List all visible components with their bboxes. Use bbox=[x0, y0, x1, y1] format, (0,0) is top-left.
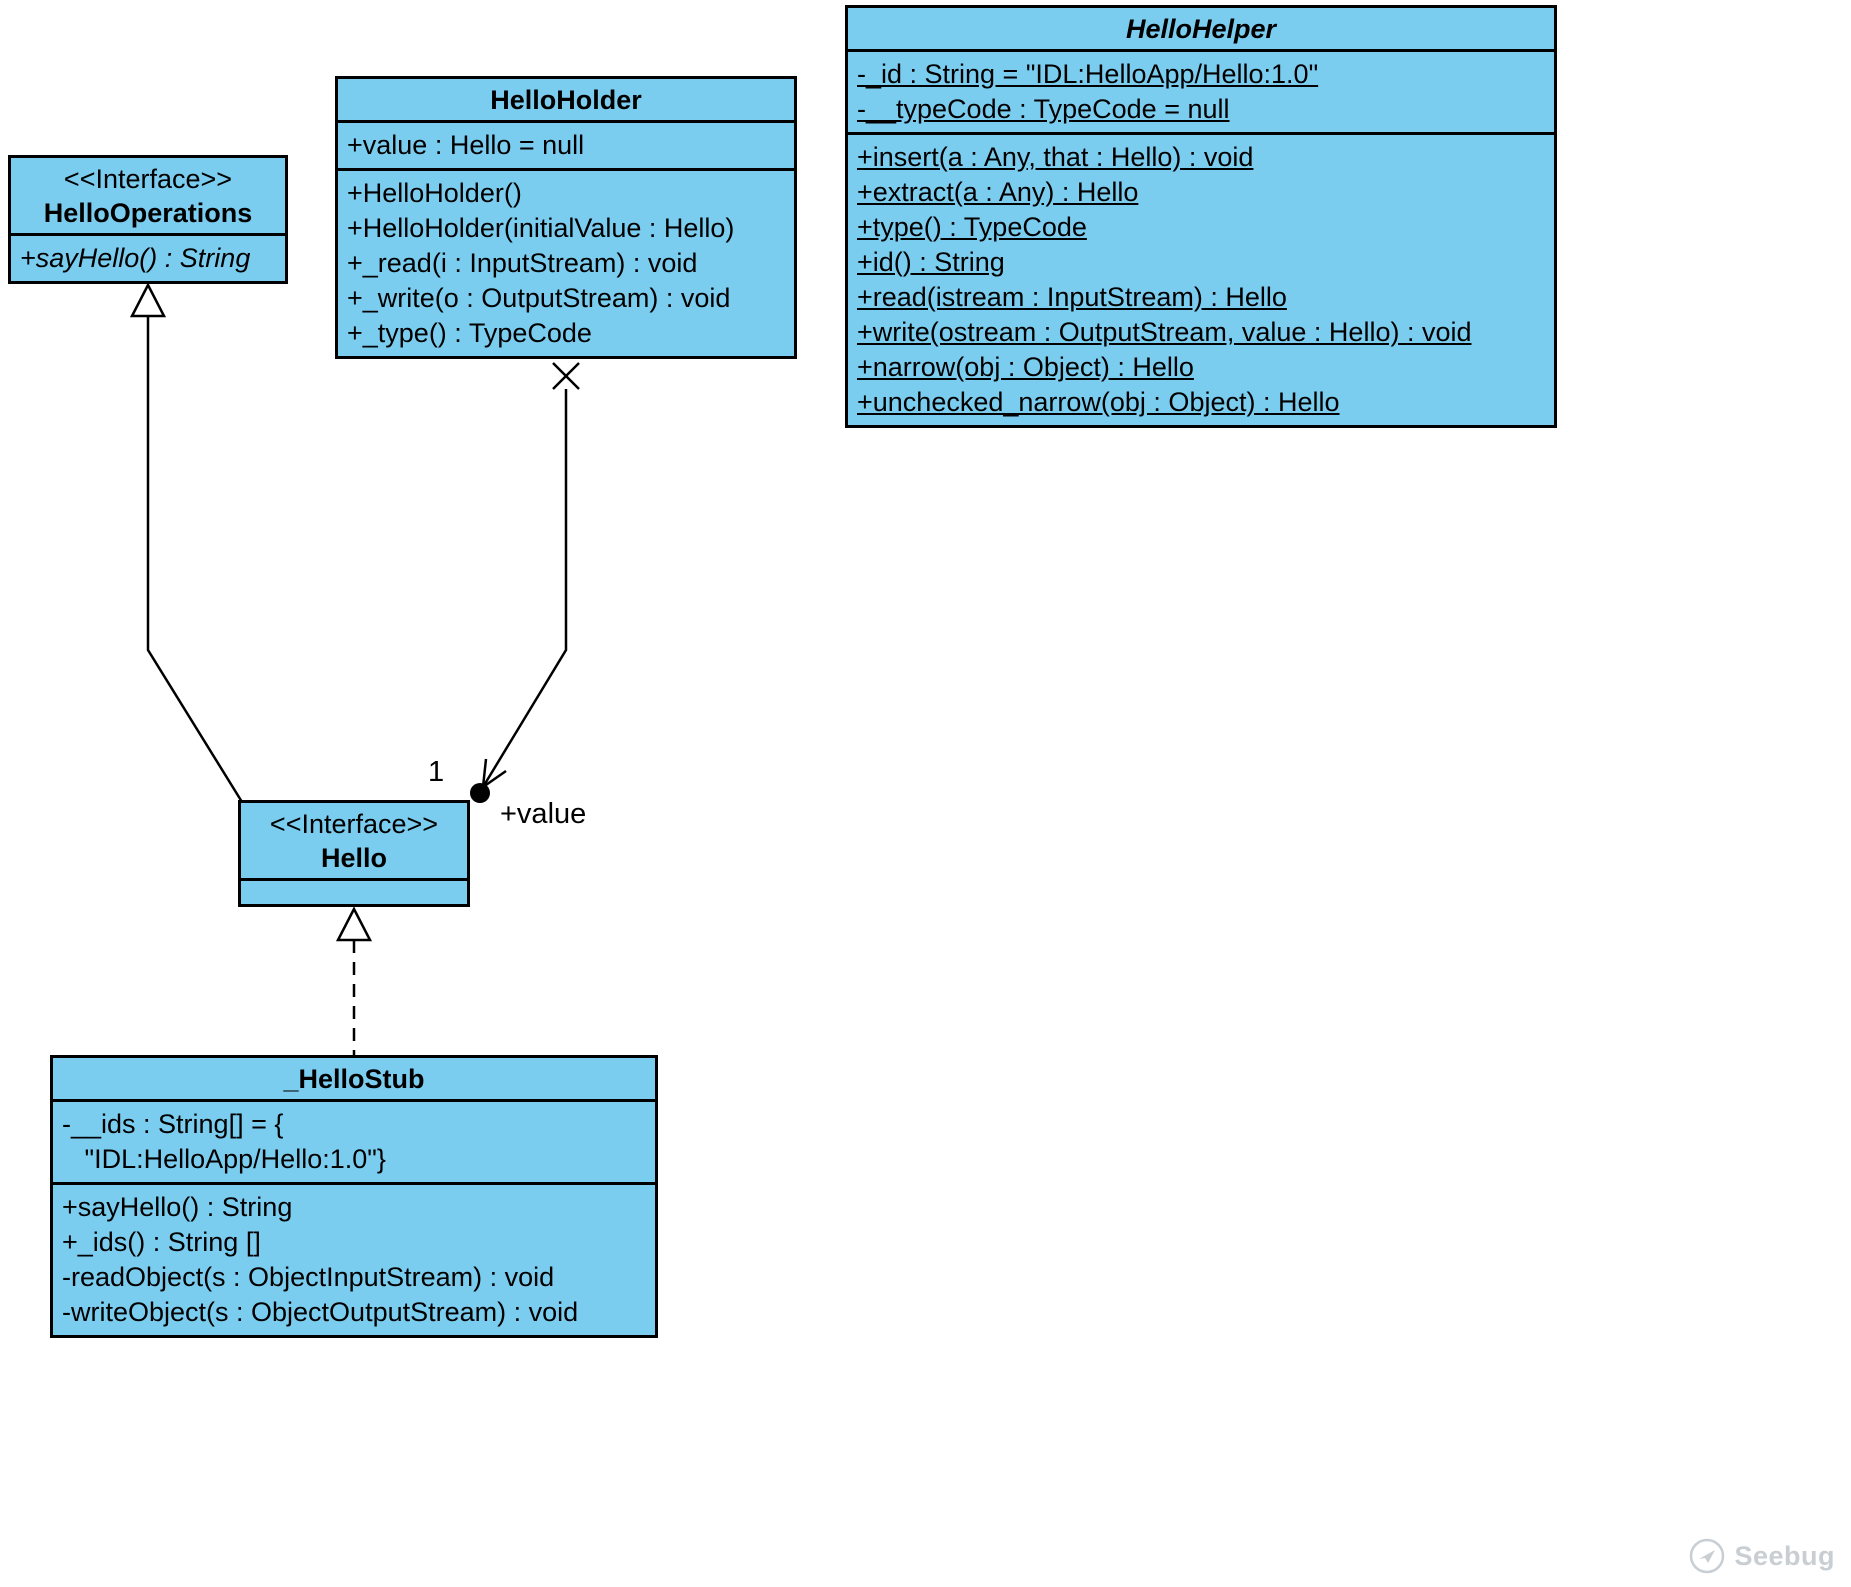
association-open-arrow-icon bbox=[481, 758, 507, 790]
member-line: +_read(i : InputStream) : void bbox=[347, 248, 698, 278]
class-title: _HelloStub bbox=[53, 1058, 655, 1099]
class-hello: <<Interface>> Hello bbox=[238, 800, 470, 907]
class-name: HelloHolder bbox=[490, 85, 642, 115]
member-line: +value : Hello = null bbox=[347, 130, 585, 160]
attributes-compartment: -_id : String = "IDL:HelloApp/Hello:1.0"… bbox=[848, 49, 1554, 132]
generalization-triangle-icon bbox=[129, 282, 167, 318]
member-line: +insert(a : Any, that : Hello) : void bbox=[857, 142, 1254, 172]
non-navigable-x-icon bbox=[552, 362, 580, 390]
member-line: +read(istream : InputStream) : Hello bbox=[857, 282, 1287, 312]
member-line: +unchecked_narrow(obj : Object) : Hello bbox=[857, 387, 1340, 417]
member-line: -__typeCode : TypeCode = null bbox=[857, 94, 1230, 124]
member-line: +sayHello() : String bbox=[20, 243, 251, 273]
member-line: -__ids : String[] = { bbox=[62, 1109, 284, 1139]
class-title: HelloHelper bbox=[848, 8, 1554, 49]
generalization-line-hello-to-hellooperations bbox=[146, 316, 244, 803]
seebug-watermark: Seebug bbox=[1688, 1537, 1835, 1575]
value-role-label: +value bbox=[500, 798, 587, 830]
association-line-helloholder-to-hello bbox=[481, 389, 568, 788]
attributes-compartment bbox=[241, 878, 467, 904]
methods-compartment: +sayHello() : String +_ids() : String [] -… bbox=[53, 1182, 655, 1335]
class-hellohelper: HelloHelper -_id : String = "IDL:HelloAp… bbox=[845, 5, 1557, 428]
member-line: +write(ostream : OutputStream, value : H… bbox=[857, 317, 1472, 347]
attributes-compartment: +value : Hello = null bbox=[338, 120, 794, 168]
member-line: +id() : String bbox=[857, 247, 1005, 277]
seebug-logo-icon bbox=[1690, 1538, 1725, 1574]
member-line: -readObject(s : ObjectInputStream) : voi… bbox=[62, 1262, 555, 1292]
member-line: +extract(a : Any) : Hello bbox=[857, 177, 1139, 207]
class-name: HelloOperations bbox=[43, 198, 253, 228]
methods-compartment: +insert(a : Any, that : Hello) : void +ex… bbox=[848, 132, 1554, 425]
watermark-text: Seebug bbox=[1734, 1540, 1835, 1571]
attributes-compartment: -__ids : String[] = { "IDL:HelloApp/Hell… bbox=[53, 1099, 655, 1182]
member-line: +type() : TypeCode bbox=[857, 212, 1087, 242]
methods-compartment: +HelloHolder() +HelloHolder(initialValue … bbox=[338, 168, 794, 356]
class-title: <<Interface>> HelloOperations bbox=[11, 158, 285, 233]
member-line: +narrow(obj : Object) : Hello bbox=[857, 352, 1194, 382]
member-line: +_type() : TypeCode bbox=[347, 318, 592, 348]
class-name: _HelloStub bbox=[283, 1064, 425, 1094]
methods-compartment: +sayHello() : String bbox=[11, 233, 285, 281]
member-line: "IDL:HelloApp/Hello:1.0"} bbox=[62, 1144, 386, 1174]
class-name: HelloHelper bbox=[1125, 14, 1277, 44]
class-name: Hello bbox=[320, 843, 387, 873]
class-title: HelloHolder bbox=[338, 79, 794, 120]
association-aggregation-dot-icon bbox=[470, 783, 490, 803]
member-line: +_ids() : String [] bbox=[62, 1227, 261, 1257]
class-hellooperations: <<Interface>> HelloOperations +sayHello(… bbox=[8, 155, 288, 284]
member-line: +sayHello() : String bbox=[62, 1192, 293, 1222]
class-helloholder: HelloHolder +value : Hello = null +Hello… bbox=[335, 76, 797, 359]
member-line: +HelloHolder(initialValue : Hello) bbox=[347, 213, 735, 243]
member-line: +_write(o : OutputStream) : void bbox=[347, 283, 731, 313]
multiplicity-label: 1 bbox=[428, 756, 445, 788]
member-line: +HelloHolder() bbox=[347, 178, 522, 208]
class-title: <<Interface>> Hello bbox=[241, 803, 467, 878]
realization-triangle-icon bbox=[335, 906, 373, 942]
member-line: -writeObject(s : ObjectOutputStream) : v… bbox=[62, 1297, 579, 1327]
stereotype-label: <<Interface>> bbox=[63, 164, 233, 194]
stereotype-label: <<Interface>> bbox=[269, 809, 439, 839]
class-hellostub: _HelloStub -__ids : String[] = { "IDL:He… bbox=[50, 1055, 658, 1338]
member-line: -_id : String = "IDL:HelloApp/Hello:1.0" bbox=[857, 59, 1319, 89]
non-navigable-x-icon bbox=[552, 362, 580, 390]
